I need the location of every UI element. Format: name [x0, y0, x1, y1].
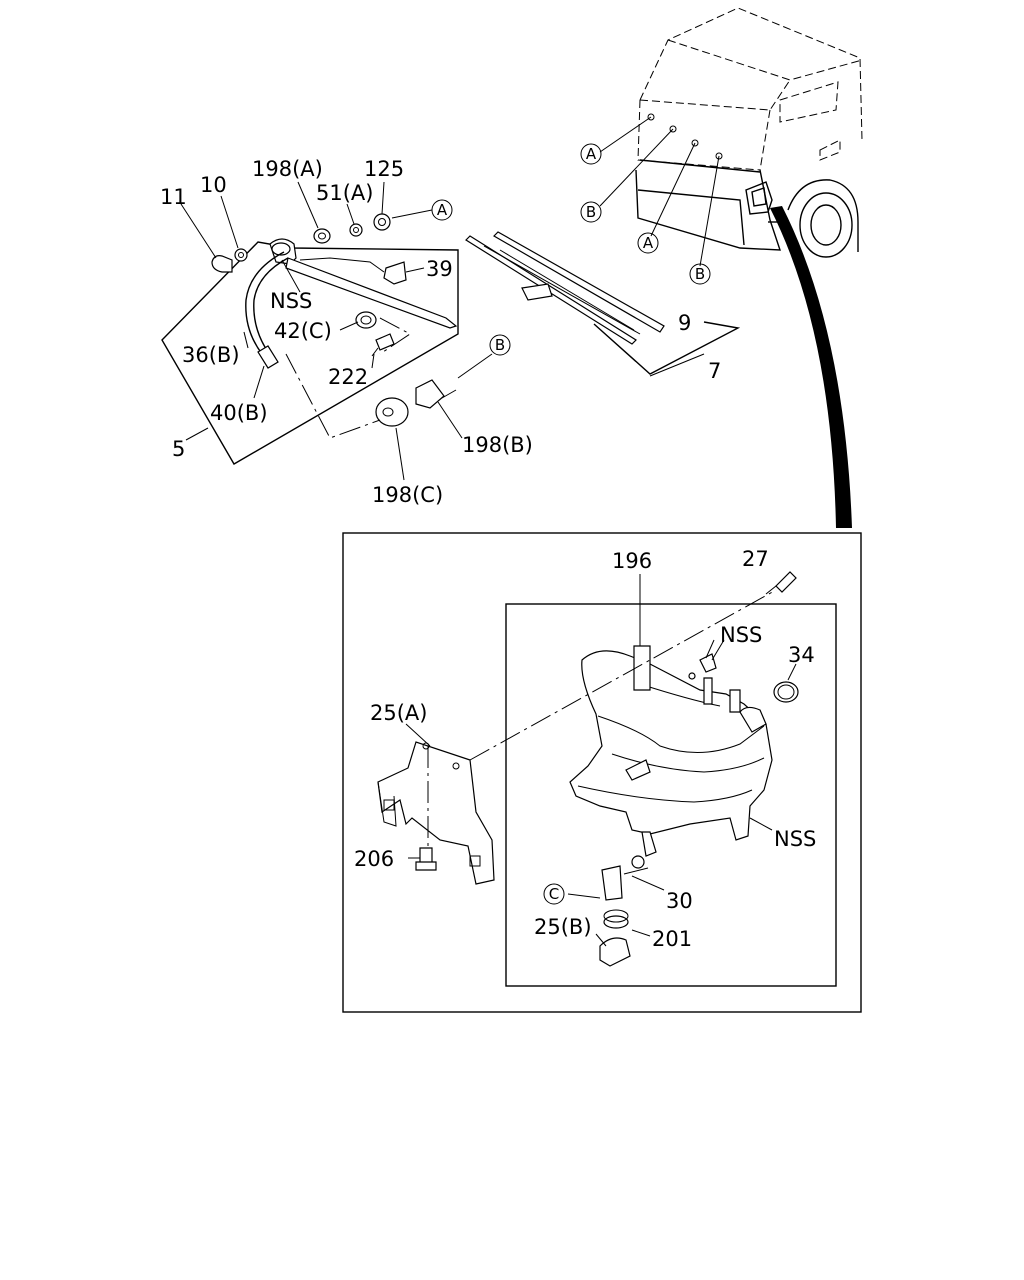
label-125: 125 — [364, 157, 404, 181]
label-25a: 25(A) — [370, 701, 427, 725]
cab-ref-a1: A — [580, 143, 602, 165]
label-198a: 198(A) — [252, 157, 323, 181]
label-27: 27 — [742, 547, 769, 571]
tank-bracket — [377, 741, 495, 885]
label-206: 206 — [354, 847, 394, 871]
label-25b: 25(B) — [534, 915, 592, 939]
label-196: 196 — [612, 549, 652, 573]
svg-text:B: B — [495, 336, 505, 354]
part-labels: 11 10 198(A) 51(A) 125 39 NSS 42(C) 36(B… — [160, 157, 816, 951]
label-42c: 42(C) — [274, 319, 332, 343]
svg-text:B: B — [695, 265, 705, 283]
svg-text:A: A — [586, 145, 597, 163]
label-30: 30 — [666, 889, 693, 913]
svg-text:A: A — [437, 201, 448, 219]
cab-ref-b1: B — [580, 201, 602, 223]
svg-text:C: C — [549, 885, 559, 903]
label-51a: 51(A) — [316, 181, 373, 205]
label-11: 11 — [160, 185, 187, 209]
detail-frame — [342, 532, 862, 1013]
arm-ref-a: A — [431, 199, 453, 221]
label-222: 222 — [328, 365, 368, 389]
detail-small-parts — [415, 571, 799, 967]
label-36b: 36(B) — [182, 343, 240, 367]
label-10: 10 — [200, 173, 227, 197]
label-nss-tank: NSS — [774, 827, 816, 851]
tank-assembly-frame — [505, 603, 837, 987]
label-39: 39 — [426, 257, 453, 281]
arm-leader-lines — [180, 181, 493, 481]
label-40b: 40(B) — [210, 401, 268, 425]
detail-leader-lines — [405, 574, 797, 947]
label-34: 34 — [788, 643, 815, 667]
wiper-arm-assembly-outline — [161, 241, 459, 465]
cab-reference-dots — [599, 113, 723, 267]
label-201: 201 — [652, 927, 692, 951]
label-7: 7 — [708, 359, 721, 383]
detail-ref-c: C — [543, 883, 565, 905]
label-198b: 198(B) — [462, 433, 533, 457]
truck-cab-illustration — [635, 7, 863, 258]
detail-callout-arrow — [770, 206, 852, 528]
svg-text:A: A — [643, 234, 654, 252]
cab-ref-b2: B — [689, 263, 711, 285]
svg-text:B: B — [586, 203, 596, 221]
wiper-blade — [465, 231, 741, 377]
cab-ref-a2: A — [637, 232, 659, 254]
label-198c: 198(C) — [372, 483, 443, 507]
label-9: 9 — [678, 311, 691, 335]
label-nss-nozzle: NSS — [720, 623, 762, 647]
label-5: 5 — [172, 437, 185, 461]
wiper-arm-parts — [211, 213, 458, 427]
arm-ref-b: B — [489, 334, 511, 356]
washer-tank — [569, 645, 773, 857]
label-nss-arm: NSS — [270, 289, 312, 313]
